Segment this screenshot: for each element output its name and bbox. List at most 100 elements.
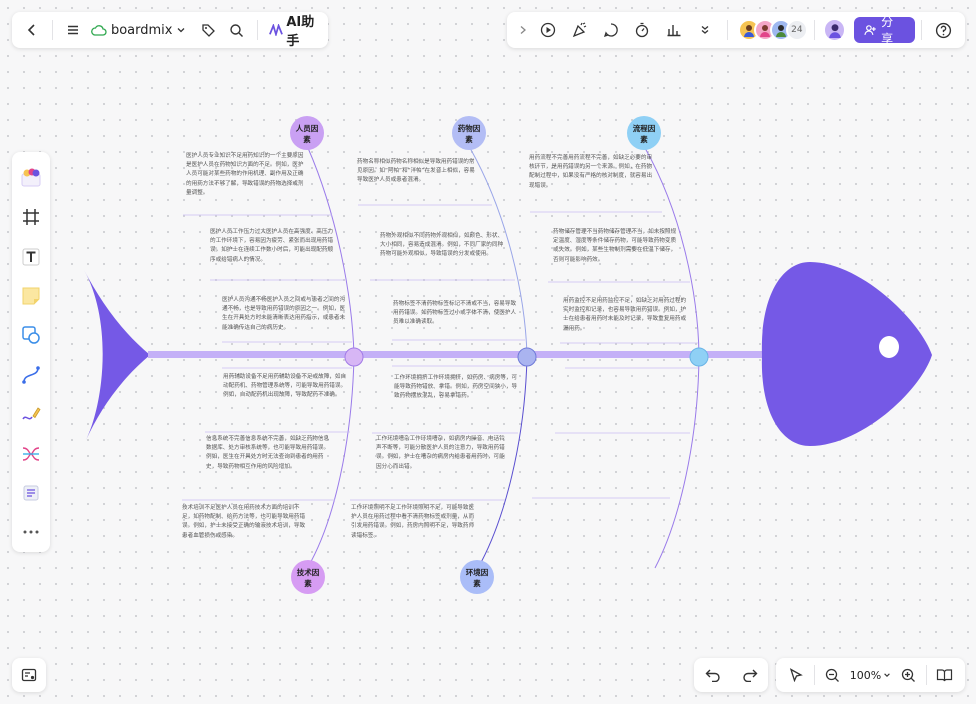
zoom-level-select[interactable]: 100% [850,669,891,682]
ai-assistant-label: AI助手 [286,15,315,49]
table-tool[interactable] [12,473,50,512]
cause-note[interactable]: 工作环境照明不足工作环境照明不足，可能导致医护人员在用药过程中看不清药物标签或剂… [351,505,475,539]
cause-note[interactable]: 药物外观相似不同药物外观相似，如颜色、形状、大小相同，容易造成混淆。例如，不同厂… [380,233,504,258]
junction-personnel[interactable] [344,347,364,367]
junction-process[interactable] [689,347,709,367]
cause-note[interactable]: 信息系统不完善信息系统不完善，如缺乏药物信息数据库、处方审核系统等，也可能导致用… [206,436,330,470]
more-tools-button[interactable] [689,14,720,46]
template-tool[interactable] [12,158,50,197]
rib-process [644,147,700,356]
mindmap-icon [22,446,40,461]
share-button[interactable]: 分享 [854,15,915,46]
category-node-environment[interactable]: 环境因 素 [460,560,494,594]
help-button[interactable] [928,14,959,46]
cause-note[interactable]: 医护人员沟通不畅医护人员之间或与患者之间的沟通不畅，也是导致用药错误的原因之一。… [222,297,346,331]
select-tool-button[interactable] [780,659,812,691]
svg-text:技术因: 技术因 [297,567,320,577]
bar-chart-icon [667,25,681,37]
cause-note[interactable]: 技术培训不足医护人员在用药技术方面的培训不足，如药物配制、给药方法等，也可能导致… [182,505,306,539]
shape-tool[interactable] [12,316,50,355]
collaborators[interactable]: 24 [737,19,808,41]
reading-mode-button[interactable] [929,659,961,691]
cursor-icon [789,668,803,682]
zoom-out-icon [825,668,839,682]
frame-icon [23,209,39,226]
cause-note[interactable]: 工作环境拥挤工作环境拥挤，如药房、病房等，可能导致药物错放、拿错。例如，药房空间… [394,375,518,400]
undo-icon [705,669,720,682]
collaborator-count[interactable]: 24 [785,19,808,41]
left-toolbar [12,152,50,552]
svg-text:素: 素 [473,578,481,588]
zoom-out-button[interactable] [816,659,848,691]
pen-icon [22,407,41,420]
timer-button[interactable] [627,14,658,46]
divider [813,665,815,685]
back-button[interactable] [18,14,46,46]
collapse-button[interactable] [513,14,533,46]
menu-button[interactable] [59,14,87,46]
fish-head [761,262,932,446]
brand-switcher[interactable]: boardmix [91,23,187,38]
zoom-in-button[interactable] [893,659,925,691]
divider [926,665,928,685]
connector-tool[interactable] [12,355,50,394]
ai-assistant-button[interactable]: AI助手 [269,11,322,49]
fish-tail [84,270,150,440]
double-chevron-down-icon [701,26,709,34]
redo-icon [742,669,757,682]
sticky-note-tool[interactable] [12,276,50,315]
category-node-tech[interactable]: 技术因 素 [291,560,325,594]
redo-button[interactable] [734,659,766,691]
cause-note[interactable]: 医护人员专业知识不足用药知识的一个主要原因是医护人员在药物知识方面的不足。例如，… [186,153,304,196]
play-icon [541,22,556,38]
fish-spine [148,351,774,358]
svg-text:素: 素 [304,578,312,588]
topbar-right: 24 分享 [507,12,965,48]
pen-tool[interactable] [12,394,50,433]
frame-tool[interactable] [12,197,50,236]
cause-note[interactable]: 工作环境嘈杂工作环境嘈杂，如病房内噪音、电话铃声不断等，可能分散医护人员的注意力… [376,436,505,470]
svg-text:药物因: 药物因 [458,123,481,133]
cause-note[interactable]: 用药辅助设备不足用药辅助设备不足或故障，如自动配药机、药物管理系统等，可能导致用… [223,374,347,399]
search-button[interactable] [223,14,251,46]
cause-note[interactable]: 药物储存管理不当药物储存管理不当，如未按照规定温度、湿度等条件储存药物，可能导致… [553,229,677,263]
chevron-down-icon [178,28,185,33]
topbar-left: boardmix AI助手 [12,11,328,49]
user-avatar-icon [759,25,770,37]
svg-text:流程因: 流程因 [633,123,656,133]
comment-button[interactable] [595,14,626,46]
zoom-level: 100% [849,668,882,682]
history-controls [694,658,768,692]
category-node-personnel[interactable]: 人员因 素 [290,116,324,150]
cause-note[interactable]: 药物标签不清药物标签标记不清或不当，容易导致用药错误。如药物标签过小或字体不清，… [393,301,517,326]
template-icon [21,168,41,187]
zoom-in-icon [902,668,916,682]
cause-note[interactable]: 医护人员工作压力过大医护人员在高强度、高压力的工作环境下，容易因为疲劳、紧张而出… [210,229,334,263]
user-avatar-icon [743,25,754,37]
undo-button[interactable] [697,659,729,691]
text-tool[interactable] [12,237,50,276]
mindmap-tool[interactable] [12,434,50,473]
shape-icon [22,326,40,345]
svg-text:素: 素 [640,134,648,144]
help-icon [935,22,951,38]
svg-text:环境因: 环境因 [466,567,489,577]
brand-name: boardmix [110,22,173,38]
cause-note[interactable]: 用药流程不完善用药流程不完善，如缺乏必要的审核环节，是用药错误的另一个来源。例如… [529,155,653,189]
text-icon [22,248,40,266]
hamburger-icon [67,25,78,35]
category-node-drug[interactable]: 药物因 素 [452,116,486,150]
category-node-process[interactable]: 流程因 素 [627,116,661,150]
minimap-toggle[interactable] [12,658,46,692]
junction-drug[interactable] [517,347,537,367]
more-tools-button[interactable] [12,513,50,552]
cause-note[interactable]: 药物名称相似药物名称相似是导致用药错误的常见原因。如“阿帕”和“泮帕”在发音上相… [357,159,475,184]
tag-button[interactable] [194,14,222,46]
celebrate-button[interactable] [564,14,595,46]
vote-button[interactable] [658,14,689,46]
present-button[interactable] [533,14,564,46]
cloud-icon [91,25,107,36]
current-user-avatar[interactable] [822,18,847,42]
cause-note[interactable]: 用药监控不足用药监控不足，如缺乏对用药过程的实时监控和记录，也容易导致用药错误。… [563,298,687,332]
